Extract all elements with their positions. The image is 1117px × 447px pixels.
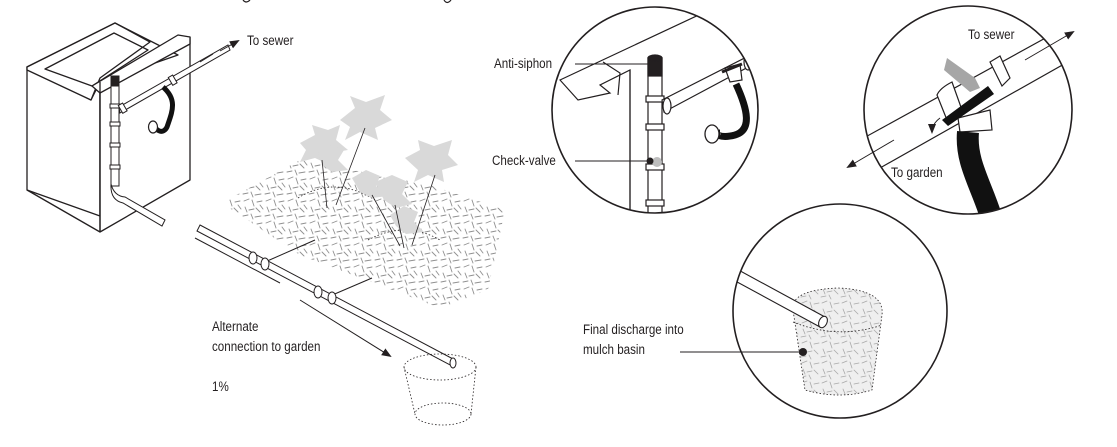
garden-pipes: [194, 224, 457, 369]
detail-circle-diverter-valve: [846, 5, 1075, 215]
alternate-connection-label-line2: connection to garden: [212, 339, 321, 354]
rotation-arrow: [928, 117, 941, 134]
to-sewer-detail-label: To sewer: [968, 27, 1015, 42]
mulch-basins: [297, 186, 441, 241]
to-garden-detail-arrow: [846, 139, 895, 169]
detail-circle-standpipe: [551, 6, 759, 214]
alternate-connection-arrow: [299, 299, 392, 358]
final-discharge-label-line2: mulch basin: [583, 342, 645, 357]
to-sewer-arrow: [219, 40, 240, 52]
cropped-title-fragment: [242, 0, 452, 4]
standpipe: [109, 44, 231, 227]
to-garden-detail-label: To garden: [891, 165, 943, 180]
alternate-connection-label-line1: Alternate: [212, 319, 259, 334]
discharge-basin-outline: [403, 353, 477, 426]
plant-stems: [321, 127, 436, 249]
leader-dot-icon: [799, 348, 807, 356]
valve-handle-gray: [944, 58, 980, 92]
plants: [300, 95, 458, 234]
hose-fitting: [147, 120, 159, 134]
final-discharge-label-line1: Final discharge into: [583, 322, 684, 337]
anti-siphon-label: Anti-siphon: [494, 56, 553, 71]
mulch-bed: [222, 160, 505, 308]
check-valve-highlight: [652, 157, 662, 167]
detail-circle-mulch-basin: [732, 203, 948, 419]
slope-label: 1%: [212, 379, 229, 394]
valve-handle-black: [942, 86, 994, 126]
to-sewer-label: To sewer: [247, 33, 294, 48]
check-valve-label: Check-valve: [492, 153, 556, 168]
leader-dot-icon: [646, 157, 654, 165]
hose-fitting: [704, 124, 720, 144]
